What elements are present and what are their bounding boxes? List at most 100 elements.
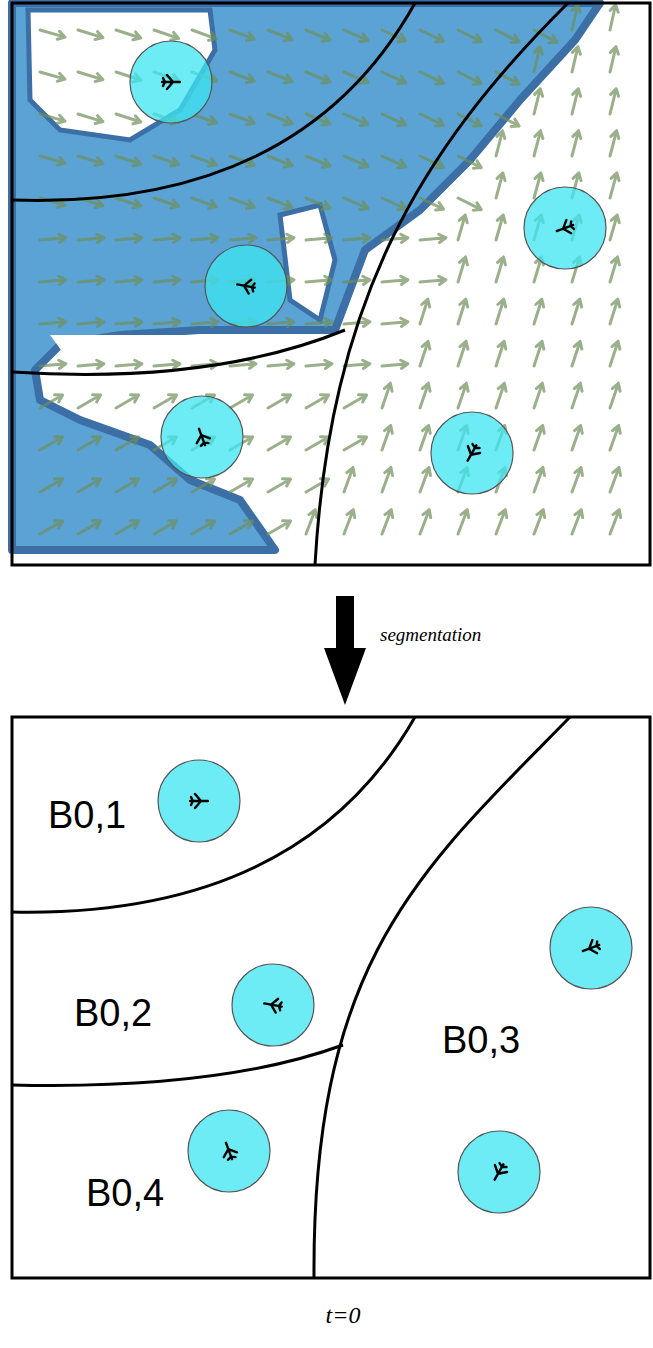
wind-arrow: [534, 468, 544, 492]
time-caption: t=0: [326, 1302, 361, 1329]
wind-arrow: [610, 215, 619, 240]
wind-arrow: [344, 437, 367, 450]
wind-arrow: [40, 114, 65, 123]
wind-arrow: [572, 341, 582, 366]
wind-arrow: [40, 318, 66, 326]
wind-arrow: [306, 30, 330, 41]
wind-arrow: [572, 299, 582, 324]
wind-arrow: [116, 479, 139, 492]
wind-arrow: [78, 234, 104, 242]
wind-arrow: [610, 383, 620, 408]
wind-arrow: [230, 479, 253, 492]
wind-arrow: [116, 198, 141, 208]
wind-arrow: [420, 341, 430, 366]
wind-arrow: [344, 234, 370, 242]
wind-arrow: [382, 156, 406, 168]
wind-arrow: [420, 425, 430, 450]
wind-arrow: [306, 437, 329, 450]
wind-arrow: [192, 198, 216, 208]
wind-arrow: [496, 383, 506, 408]
wind-arrow: [40, 521, 63, 534]
wind-arrow: [496, 257, 505, 282]
wind-arrow: [78, 114, 103, 124]
wind-arrow: [306, 276, 332, 284]
arrow-label: segmentation: [380, 624, 481, 646]
wind-arrow: [344, 30, 368, 41]
wind-arrow: [344, 468, 354, 492]
wind-arrow: [40, 395, 63, 408]
wind-arrow: [420, 276, 446, 284]
wind-arrow: [458, 198, 481, 210]
wind-arrow: [268, 360, 294, 368]
wind-arrow: [154, 479, 177, 492]
wind-arrow: [40, 276, 66, 284]
wind-arrow: [572, 47, 580, 72]
wind-arrow: [78, 276, 104, 284]
wind-arrow: [192, 114, 216, 124]
wind-arrow: [306, 360, 332, 368]
wind-arrow: [154, 234, 180, 242]
wind-arrow: [154, 521, 177, 534]
wind-arrow: [458, 72, 481, 84]
wind-arrow: [382, 510, 393, 534]
wind-arrow: [154, 276, 180, 284]
wind-arrow: [382, 468, 392, 492]
wind-arrow: [78, 437, 101, 450]
region-name: B0,2: [74, 992, 152, 1034]
wind-arrow: [458, 299, 468, 324]
wind-arrow: [344, 510, 355, 534]
wind-arrow: [344, 198, 368, 209]
wind-arrow: [420, 468, 430, 492]
wind-arrow: [610, 257, 619, 282]
wind-arrow: [382, 198, 406, 210]
wind-arrow: [230, 521, 253, 534]
region-label: B0,1: [44, 792, 130, 839]
map-panel: [12, 3, 650, 565]
region-label: B0,4: [82, 1170, 168, 1217]
wind-arrow: [230, 234, 256, 242]
wind-arrow: [458, 215, 467, 240]
wind-arrow: [78, 318, 104, 326]
wind-arrow: [344, 395, 367, 408]
wind-arrow: [572, 468, 582, 492]
wind-arrow: [78, 72, 103, 82]
wind-arrow: [154, 360, 180, 368]
wind-arrow: [154, 318, 180, 326]
wind-arrow: [306, 479, 329, 492]
wind-arrow: [420, 72, 443, 84]
region-name: B0,3: [442, 1019, 520, 1061]
segmented-panel: [12, 717, 650, 1278]
wind-arrow: [458, 383, 468, 408]
wind-arrow: [306, 510, 317, 534]
wind-arrow: [306, 395, 329, 408]
wind-arrow: [382, 360, 408, 368]
wind-arrow: [192, 234, 218, 242]
wind-arrow: [230, 395, 253, 408]
wind-arrow: [78, 395, 101, 408]
wind-arrow: [382, 276, 408, 284]
wind-arrow: [192, 30, 216, 40]
region-name: B0,4: [86, 1172, 164, 1214]
wind-arrow: [610, 468, 620, 492]
wind-arrow: [40, 437, 63, 450]
aircraft-zones: [130, 41, 606, 494]
wind-arrow: [496, 510, 507, 534]
wind-arrow: [458, 30, 481, 42]
wind-arrow: [116, 276, 142, 284]
wind-arrow: [496, 30, 519, 42]
wind-arrow: [534, 383, 544, 408]
wind-arrow: [306, 318, 332, 326]
land: [280, 205, 335, 320]
wind-arrow: [268, 395, 291, 408]
wind-arrow: [534, 510, 545, 534]
wind-arrow: [78, 30, 103, 40]
wind-arrow: [268, 72, 292, 83]
wind-arrow: [40, 360, 66, 368]
wind-arrow: [116, 114, 141, 124]
wind-arrow: [268, 30, 292, 41]
wind-arrow: [610, 299, 620, 324]
wind-arrow: [496, 131, 505, 156]
segment-boundaries: [12, 3, 568, 565]
wind-arrows: [40, 5, 621, 534]
sea: [12, 3, 600, 550]
